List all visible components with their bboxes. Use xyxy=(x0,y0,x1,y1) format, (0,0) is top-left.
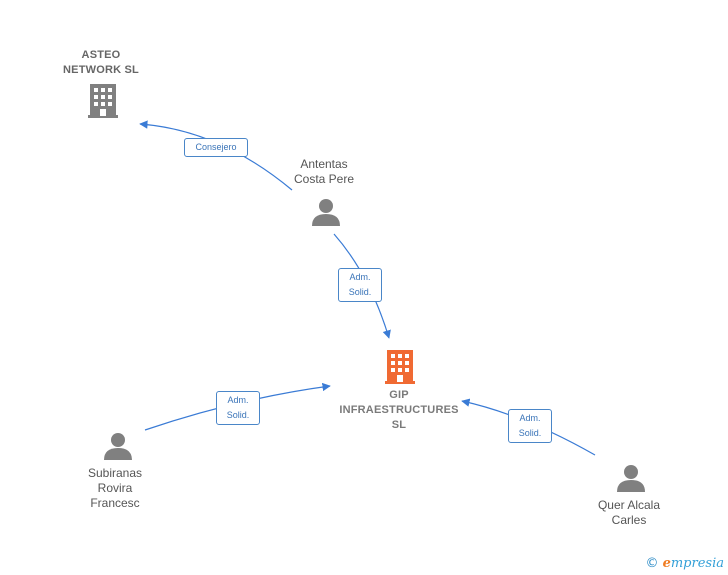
node-label-subiranas[interactable]: Subiranas Rovira Francesc xyxy=(87,466,143,510)
edge-label-adm-solid: Adm. Solid. xyxy=(338,268,382,302)
node-label-asteo[interactable]: ASTEO NETWORK SL xyxy=(63,49,139,76)
edge-antentas-asteo xyxy=(139,120,293,191)
building-icon xyxy=(88,84,118,118)
node-label-antentas[interactable]: Antentas Costa Pere xyxy=(293,157,355,186)
edge-label-consejero: Consejero xyxy=(184,138,248,157)
node-label-gip[interactable]: GIP INFRAESTRUCTURES SL xyxy=(339,389,459,431)
copyright-icon: © xyxy=(645,556,659,571)
edge-label-adm-solid: Adm. Solid. xyxy=(508,409,552,443)
person-icon xyxy=(617,465,645,492)
building-icon xyxy=(385,350,415,384)
person-icon xyxy=(104,433,132,460)
edge-label-adm-solid: Adm. Solid. xyxy=(216,391,260,425)
node-label-quer[interactable]: Quer Alcala Carles xyxy=(597,498,661,527)
person-icon xyxy=(312,199,340,226)
brand-logo: © empresia xyxy=(645,556,724,571)
